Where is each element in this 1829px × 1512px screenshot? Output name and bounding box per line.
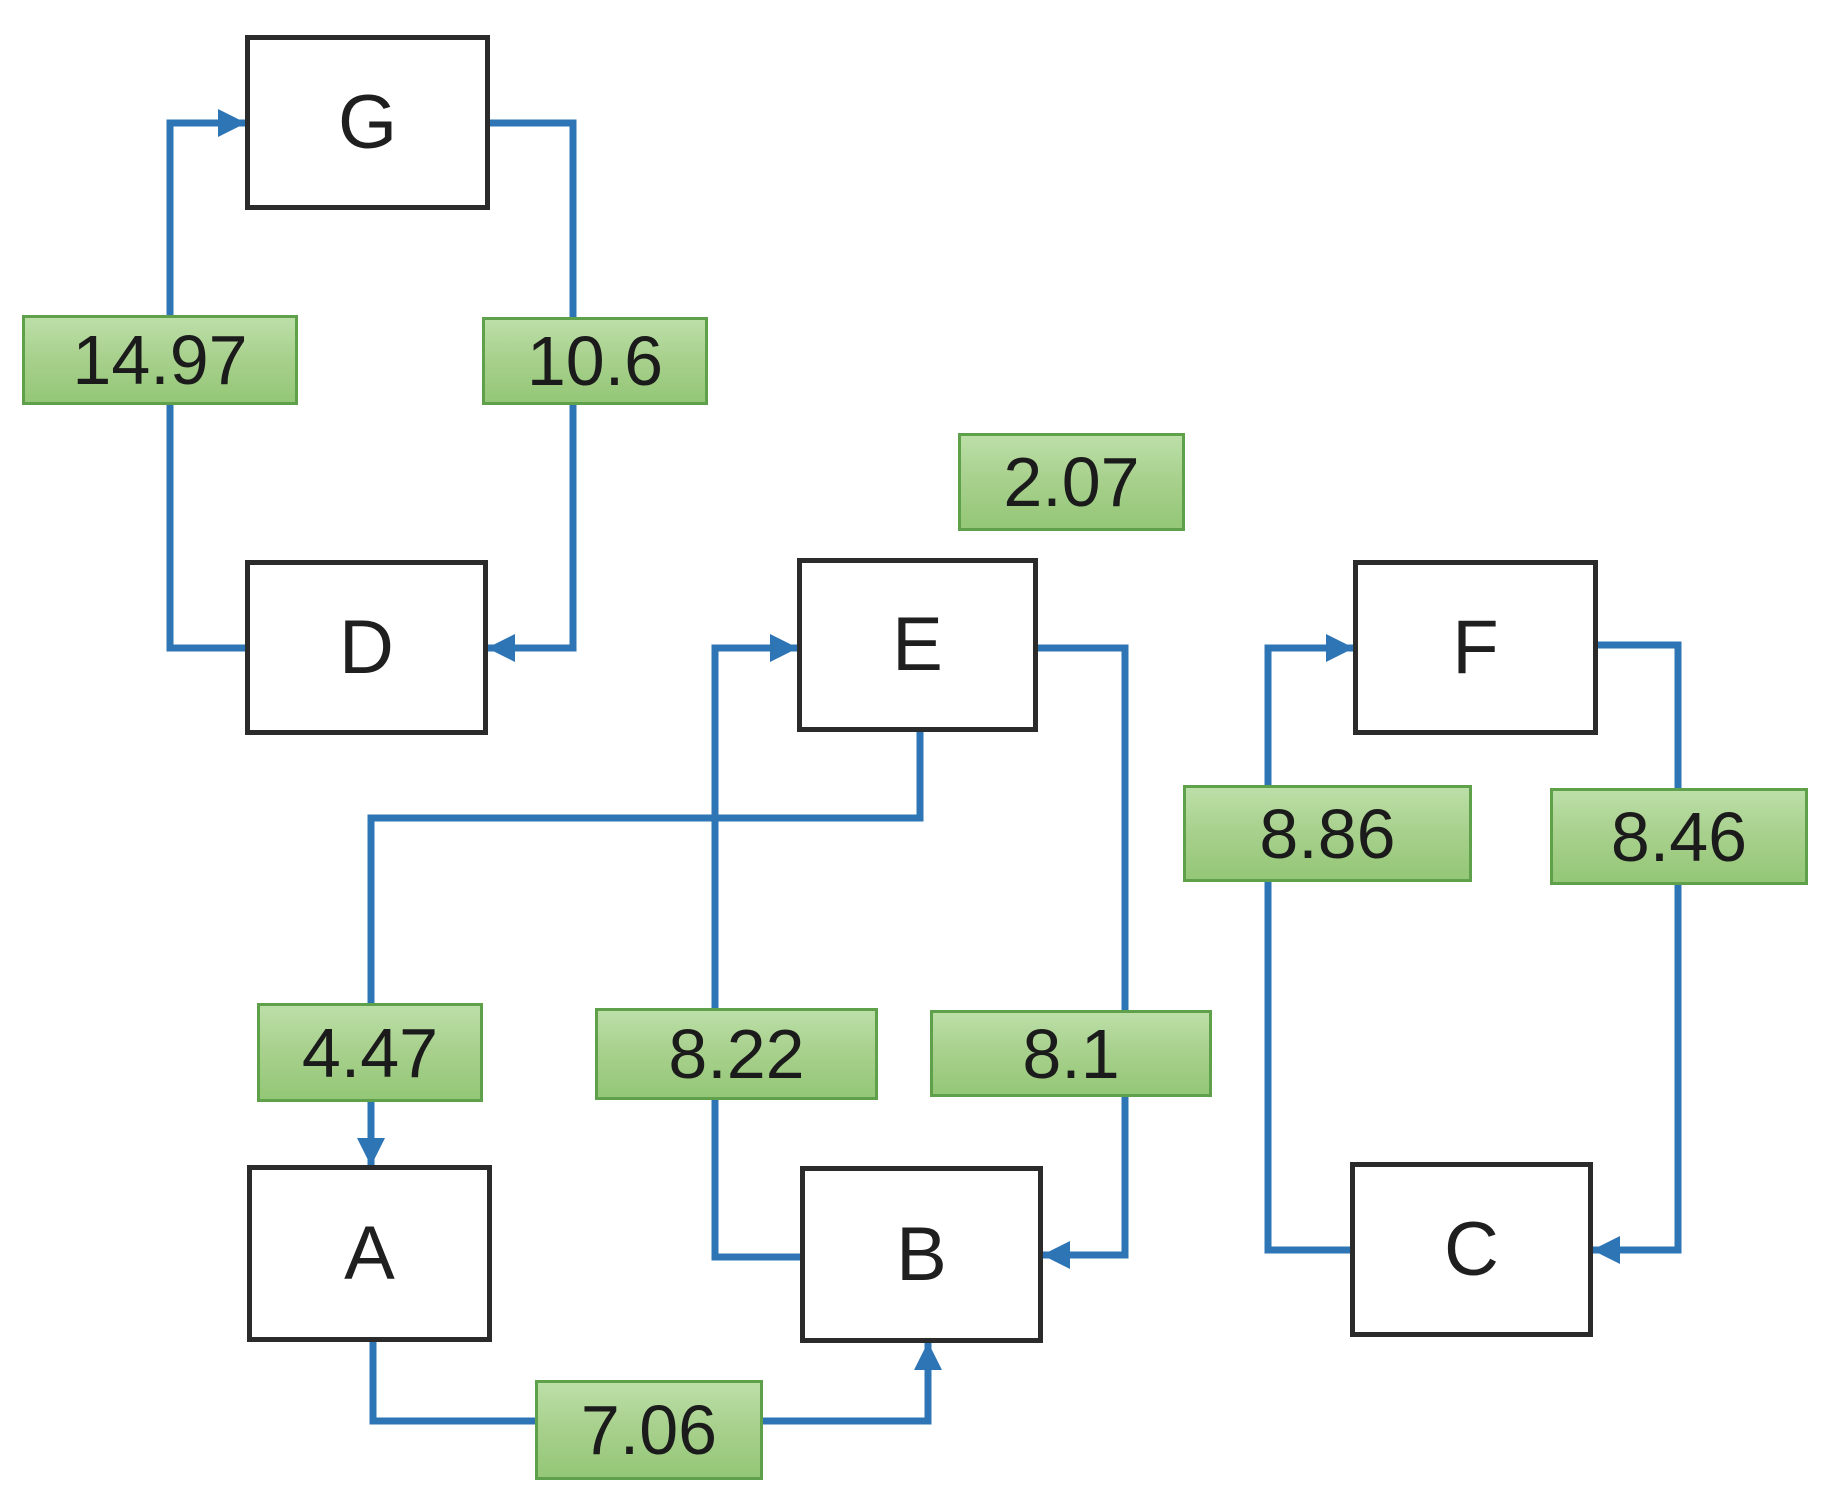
edge-weight-value: 2.07: [1003, 443, 1140, 521]
edge-weight-value: 4.47: [301, 1013, 439, 1092]
edge-label-E-B: 8.1: [930, 1010, 1212, 1097]
node-label: F: [1452, 604, 1499, 690]
node-F: F: [1353, 560, 1598, 735]
node-label: E: [892, 602, 943, 687]
edge-arrow-C-F: [1264, 634, 1354, 1254]
edge-label-F-C: 8.46: [1550, 788, 1808, 885]
edge-arrow-B-E: [711, 634, 800, 1261]
edge-weight-value: 14.97: [72, 321, 248, 399]
edge-arrow-E-B: [1038, 644, 1129, 1269]
node-G: G: [245, 35, 490, 210]
edge-weight-value: 7.06: [580, 1391, 718, 1469]
node-E: E: [797, 558, 1038, 732]
edge-weight-value: 8.1: [1022, 1014, 1120, 1093]
edge-weight-value: 10.6: [526, 322, 664, 400]
edge-label-A-B: 7.06: [535, 1380, 763, 1480]
node-A: A: [247, 1165, 492, 1342]
edge-label-unattached-above-E: 2.07: [958, 433, 1185, 531]
node-B: B: [800, 1166, 1043, 1343]
edge-weight-value: 8.22: [668, 1015, 805, 1093]
edge-label-B-E: 8.22: [595, 1008, 878, 1100]
node-label: G: [337, 79, 398, 165]
edge-label-E-A: 4.47: [257, 1003, 483, 1102]
edge-label-C-F: 8.86: [1183, 785, 1472, 882]
edge-label-G-D: 10.6: [482, 317, 708, 405]
node-label: B: [896, 1211, 947, 1297]
node-label: C: [1444, 1206, 1499, 1292]
node-label: A: [344, 1210, 395, 1296]
node-D: D: [245, 560, 488, 735]
edge-label-D-G: 14.97: [22, 315, 298, 405]
edge-arrow-F-C: [1592, 641, 1682, 1264]
edge-weight-value: 8.46: [1610, 797, 1748, 876]
node-label: D: [339, 604, 394, 690]
edge-arrow-E-A: [357, 732, 924, 1166]
node-C: C: [1350, 1162, 1593, 1337]
edge-weight-value: 8.86: [1259, 794, 1396, 873]
